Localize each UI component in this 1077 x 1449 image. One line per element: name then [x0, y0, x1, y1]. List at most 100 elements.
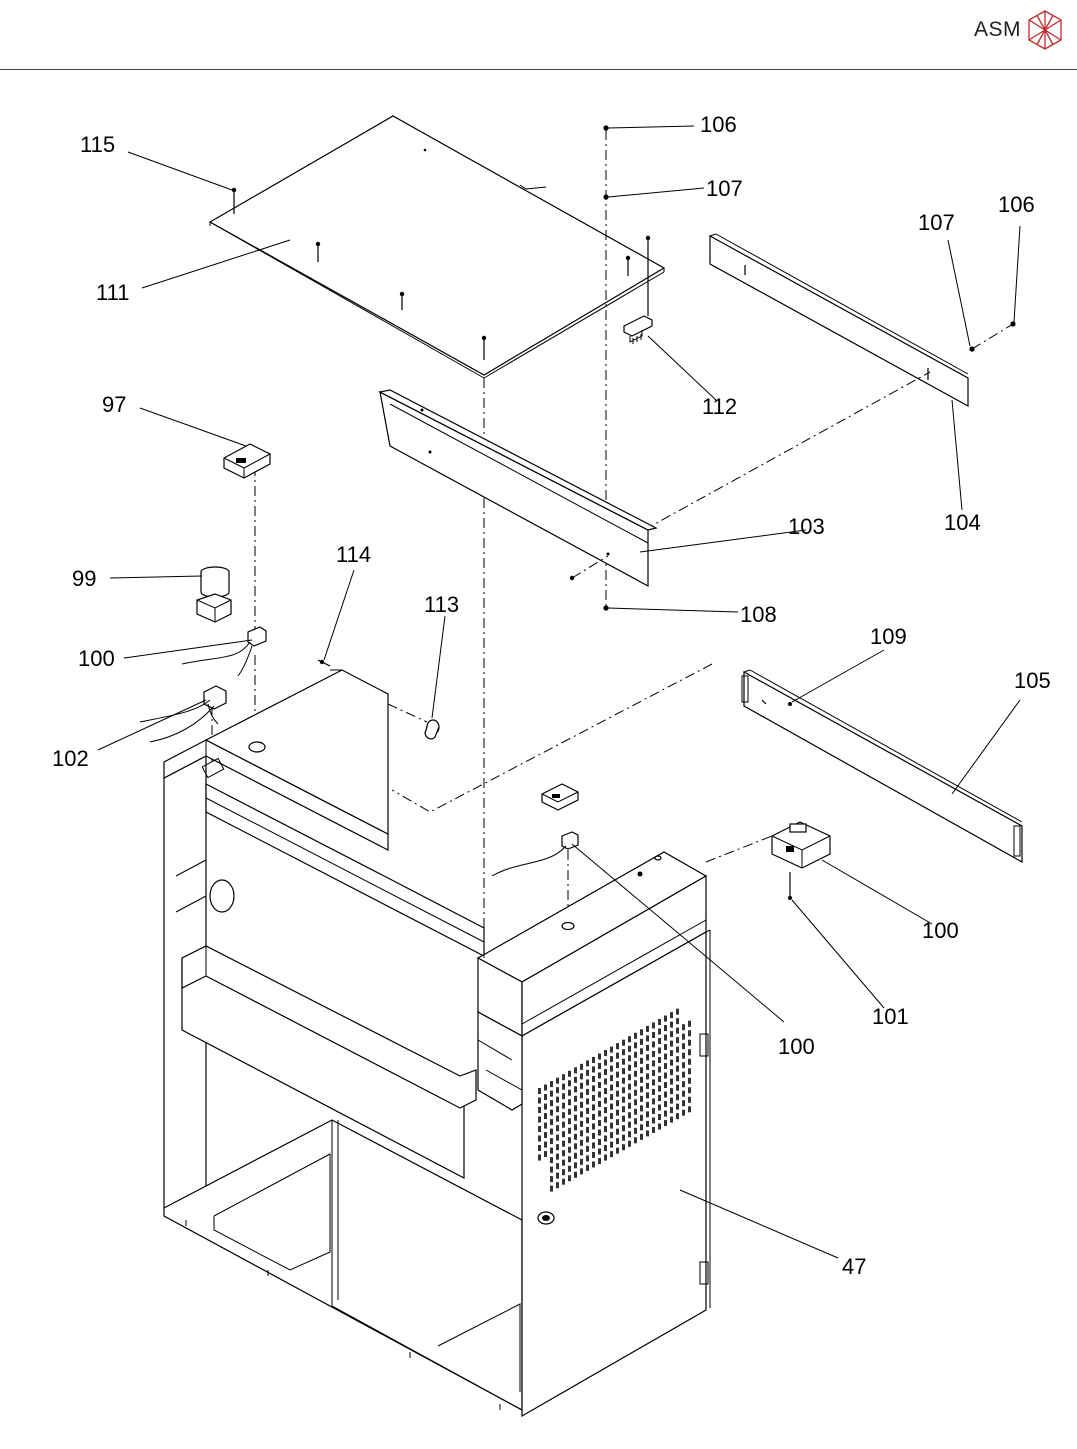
vent-slot	[616, 1072, 619, 1078]
vent-slot	[622, 1144, 625, 1150]
vent-slot	[616, 1062, 619, 1068]
callout-100-left: 100	[78, 646, 115, 671]
vent-slot	[670, 1060, 673, 1066]
vent-slot	[568, 1099, 571, 1105]
part-102-wire-harness	[140, 686, 226, 742]
vent-slot	[604, 1050, 607, 1056]
callout-102: 102	[52, 746, 89, 771]
vent-slot	[664, 1073, 667, 1079]
vent-slot	[550, 1138, 553, 1144]
vent-slot	[568, 1128, 571, 1134]
vent-slot	[562, 1084, 565, 1090]
vent-slot	[670, 1031, 673, 1037]
vent-slot	[616, 1081, 619, 1087]
vent-slot	[556, 1144, 559, 1150]
vent-slot	[550, 1110, 553, 1116]
vent-slot	[640, 1067, 643, 1073]
vent-slot	[556, 1125, 559, 1131]
vent-slot	[580, 1073, 583, 1079]
vent-slot	[670, 1050, 673, 1056]
vent-slot	[580, 1130, 583, 1136]
vent-slot	[550, 1081, 553, 1087]
callout-111: 111	[96, 280, 129, 305]
vent-slot	[544, 1113, 547, 1119]
vent-slot	[598, 1111, 601, 1117]
vent-slot	[628, 1055, 631, 1061]
vent-slot	[604, 1088, 607, 1094]
vent-slot	[622, 1059, 625, 1065]
vent-slot	[670, 1098, 673, 1104]
vent-slot	[658, 1105, 661, 1111]
vent-slot	[688, 1087, 691, 1093]
vent-slot	[610, 1113, 613, 1119]
vent-slot	[598, 1073, 601, 1079]
vent-slot	[568, 1109, 571, 1115]
vent-slot	[676, 1056, 679, 1062]
vent-slot	[616, 1148, 619, 1154]
vent-slot	[652, 1108, 655, 1114]
vent-slot	[664, 1082, 667, 1088]
callout-103: 103	[788, 514, 825, 539]
vent-slot	[562, 1131, 565, 1137]
vent-slot	[646, 1026, 649, 1032]
vent-slot	[658, 1095, 661, 1101]
vent-slot	[652, 1079, 655, 1085]
vent-slot	[646, 1035, 649, 1041]
vent-slot	[574, 1143, 577, 1149]
vent-slot	[538, 1107, 541, 1113]
vent-slot	[550, 1091, 553, 1097]
callout-109: 109	[870, 624, 907, 649]
vent-slot	[562, 1112, 565, 1118]
vent-slot	[610, 1132, 613, 1138]
vent-slot	[550, 1129, 553, 1135]
vent-slot	[658, 1124, 661, 1130]
vent-slot	[682, 1072, 685, 1078]
part-100-connector-mid	[492, 832, 578, 876]
vent-slot	[658, 1029, 661, 1035]
vent-slot	[640, 1058, 643, 1064]
vent-slot	[610, 1142, 613, 1148]
vent-slot	[664, 1101, 667, 1107]
vent-slot	[640, 1105, 643, 1111]
callout-107-top: 107	[706, 176, 743, 201]
vent-slot	[544, 1085, 547, 1091]
vent-slot	[628, 1112, 631, 1118]
vent-slot	[646, 1130, 649, 1136]
vent-slot	[592, 1133, 595, 1139]
vent-slot	[556, 1135, 559, 1141]
vent-slot	[610, 1047, 613, 1053]
vent-slot	[646, 1111, 649, 1117]
vent-slot	[658, 1086, 661, 1092]
vent-slot	[676, 1094, 679, 1100]
vent-slot	[670, 1041, 673, 1047]
vent-slot	[592, 1142, 595, 1148]
alignment-line-113	[388, 704, 427, 722]
vent-slot	[610, 1094, 613, 1100]
vent-slot	[586, 1136, 589, 1142]
vent-slot	[604, 1145, 607, 1151]
vent-slot	[622, 1106, 625, 1112]
vent-slot	[610, 1075, 613, 1081]
vent-slot	[634, 1099, 637, 1105]
vent-slot	[604, 1079, 607, 1085]
rail-104	[710, 234, 968, 406]
vent-slot	[628, 1065, 631, 1071]
callout-106-top: 106	[700, 112, 737, 137]
vent-slot	[610, 1151, 613, 1157]
part-113-grommet	[425, 720, 439, 739]
vent-slot	[574, 1096, 577, 1102]
vent-slot	[538, 1126, 541, 1132]
vent-slot	[586, 1127, 589, 1133]
vent-slot	[556, 1078, 559, 1084]
vent-slot	[628, 1046, 631, 1052]
vent-slot	[670, 1069, 673, 1075]
vent-slot	[688, 1021, 691, 1027]
vent-slot	[646, 1121, 649, 1127]
vent-slot	[676, 1047, 679, 1053]
vent-slot	[562, 1150, 565, 1156]
vent-slot	[556, 1173, 559, 1179]
callout-97: 97	[102, 392, 126, 417]
vent-slot	[550, 1157, 553, 1163]
vent-slot	[574, 1172, 577, 1178]
